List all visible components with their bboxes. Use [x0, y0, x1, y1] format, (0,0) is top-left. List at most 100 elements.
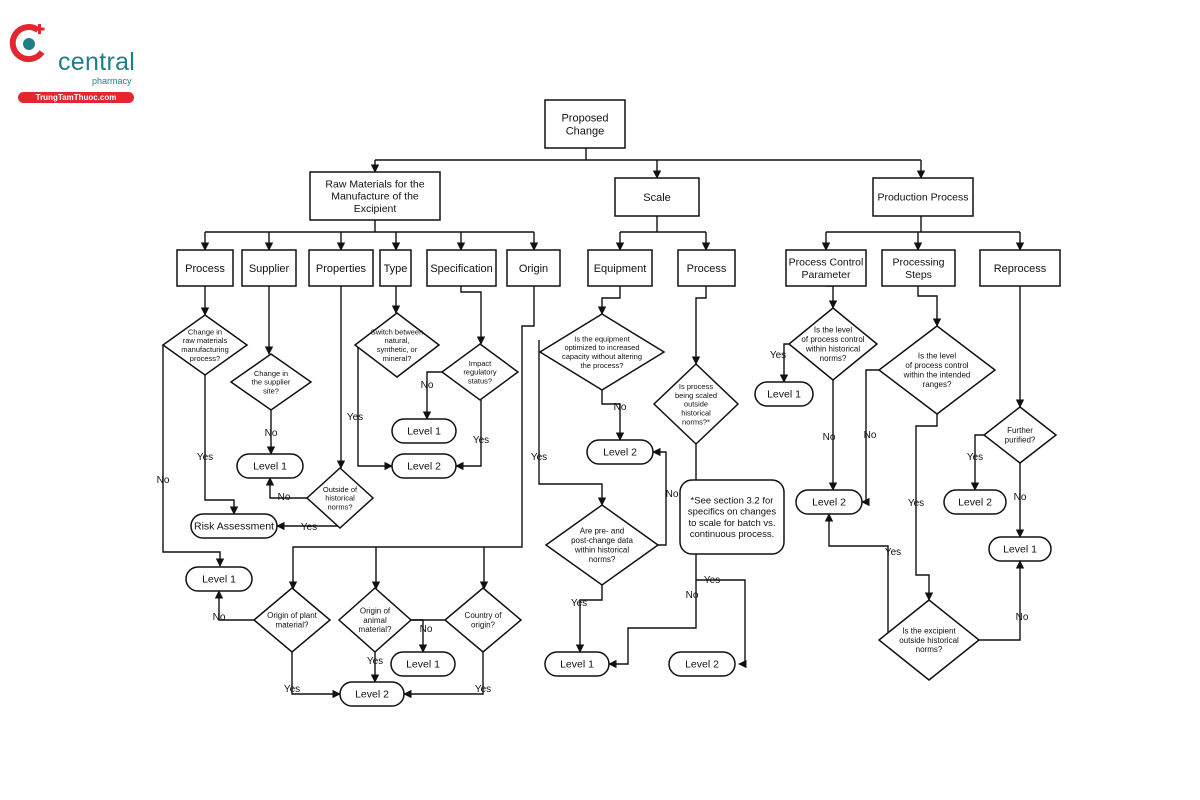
terminal-level2-spec-shape: [391, 453, 457, 479]
edge-label-no: No: [864, 430, 877, 441]
terminal-level2-scale-label: Level 2: [685, 659, 719, 671]
edge-label-no: No: [1014, 492, 1027, 503]
terminal-level2-reprocess-label: Level 2: [958, 497, 992, 509]
connector-line: [455, 400, 482, 471]
edge-label-yes: Yes: [475, 684, 491, 695]
q-equipment-optimized-shape: [538, 313, 666, 391]
edge-label-yes: Yes: [967, 452, 983, 463]
connector-line: [597, 286, 621, 315]
edge-label-no: No: [420, 624, 433, 635]
q-change-raw-materials-shape: [161, 314, 249, 376]
node-process-shape: [176, 249, 234, 287]
node-scale-shape: [614, 177, 700, 217]
node-process-label: Process: [185, 263, 225, 275]
connector-line: [915, 414, 938, 601]
node-equipment-label: Equipment: [594, 263, 647, 275]
node-scale-process-shape: [677, 249, 736, 287]
q-excipient-outside-shape: [877, 599, 981, 681]
edge-label-yes: Yes: [531, 452, 547, 463]
terminal-level1-control-shape: [754, 381, 814, 407]
terminal-level2-origin-shape: [339, 681, 405, 707]
terminal-level1-scale-shape: [544, 651, 610, 677]
terminal-level1-reprocess-label: Level 1: [1003, 544, 1037, 556]
terminal-level2-scale-shape: [668, 651, 736, 677]
node-origin: Origin: [506, 249, 561, 287]
connector-line: [652, 447, 667, 546]
edge-label-yes: Yes: [301, 522, 317, 533]
q-further-purified-shape: [982, 406, 1058, 464]
q-process-control-level-shape: [787, 307, 879, 381]
connector-line: [422, 371, 442, 420]
terminal-level1-spec-shape: [391, 418, 457, 444]
q-prepost-data-shape: [544, 504, 660, 586]
terminal-level1-reprocess: Level 1: [988, 536, 1052, 562]
node-scale-process-label: Process: [687, 263, 727, 275]
connector-line: [403, 652, 484, 699]
connector-line: [357, 345, 393, 471]
connector-line: [291, 652, 341, 699]
q-change-supplier-shape: [229, 353, 313, 411]
edge-label-no: No: [421, 380, 434, 391]
node-type: Type: [379, 249, 412, 287]
terminal-level2-production: Level 2: [795, 489, 863, 515]
terminal-level1-origin: Level 1: [185, 566, 253, 592]
logo-mark-icon: [9, 24, 45, 63]
terminal-risk-assessment-shape: [190, 513, 278, 539]
connector-line: [779, 343, 789, 383]
node-supplier-shape: [241, 249, 297, 287]
connector-line: [214, 590, 254, 621]
node-reprocess-shape: [979, 249, 1061, 287]
terminal-risk-assessment-label: Risk Assessment: [194, 521, 274, 533]
terminal-level2-production-label: Level 2: [812, 497, 846, 509]
edge-label-yes: Yes: [571, 598, 587, 609]
connector-line: [691, 286, 707, 365]
edge-label-yes: Yes: [704, 575, 720, 586]
terminal-level2-equipment-label: Level 2: [603, 447, 637, 459]
edge-label-yes: Yes: [473, 435, 489, 446]
terminal-level1-scale: Level 1: [544, 651, 610, 677]
node-process: Process: [176, 249, 234, 287]
edge-label-no: No: [265, 428, 278, 439]
terminal-level1-supplier: Level 1: [236, 453, 304, 479]
node-scale: Scale: [614, 177, 700, 217]
edge-label-no: No: [278, 492, 291, 503]
node-supplier: Supplier: [241, 249, 297, 287]
q-intended-ranges-shape: [877, 325, 997, 415]
edge-label-no: No: [1016, 612, 1029, 623]
node-specification-shape: [426, 249, 497, 287]
central-pharmacy-logo: central pharmacy TrungTamThuoc.com: [8, 22, 135, 103]
connector-line: [824, 513, 889, 641]
q-impact-regulatory-shape: [440, 343, 520, 401]
node-type-label: Type: [384, 263, 408, 275]
terminal-level1-animal-shape: [390, 651, 456, 677]
node-raw-materials-shape: [309, 171, 441, 221]
node-origin-shape: [506, 249, 561, 287]
terminal-level1-spec: Level 1: [391, 418, 457, 444]
terminal-level1-origin-shape: [185, 566, 253, 592]
q-origin-plant-shape: [252, 587, 332, 653]
terminal-level1-reprocess-shape: [988, 536, 1052, 562]
edge-label-no: No: [666, 489, 679, 500]
